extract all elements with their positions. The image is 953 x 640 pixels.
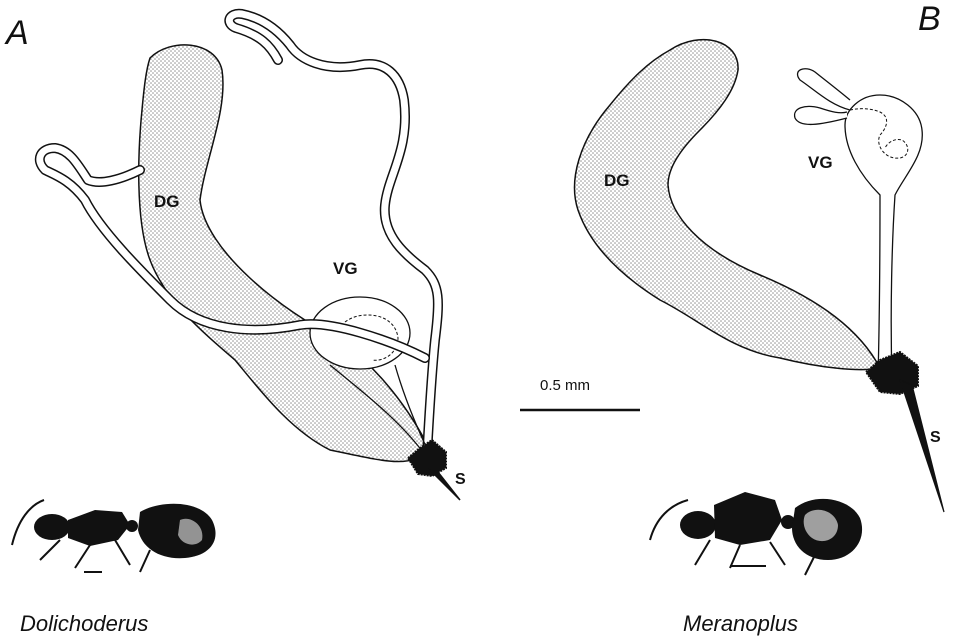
panel-a: A DG VG S (4, 14, 466, 636)
panel-b-genus-label: Meranoplus (683, 611, 798, 636)
scale-bar: 0.5 mm (520, 377, 640, 410)
panel-b-s-label: S (930, 429, 941, 446)
scale-bar-label: 0.5 mm (540, 377, 590, 394)
panel-a-s-label: S (455, 471, 466, 488)
panel-b-vg-label: VG (808, 153, 833, 172)
panel-b-ant-silhouette (650, 492, 862, 575)
panel-a-vg-label: VG (333, 259, 358, 278)
panel-a-genus-label: Dolichoderus (20, 611, 148, 636)
panel-a-letter: A (4, 14, 29, 52)
panel-b-dg-label: DG (604, 171, 630, 190)
panel-a-ant-silhouette (12, 500, 216, 572)
panel-b-letter: B (918, 0, 941, 38)
panel-a-dg-label: DG (154, 192, 180, 211)
panel-a-dufour-gland (139, 45, 430, 462)
panel-b: B DG VG S Meranoplus (575, 0, 944, 636)
